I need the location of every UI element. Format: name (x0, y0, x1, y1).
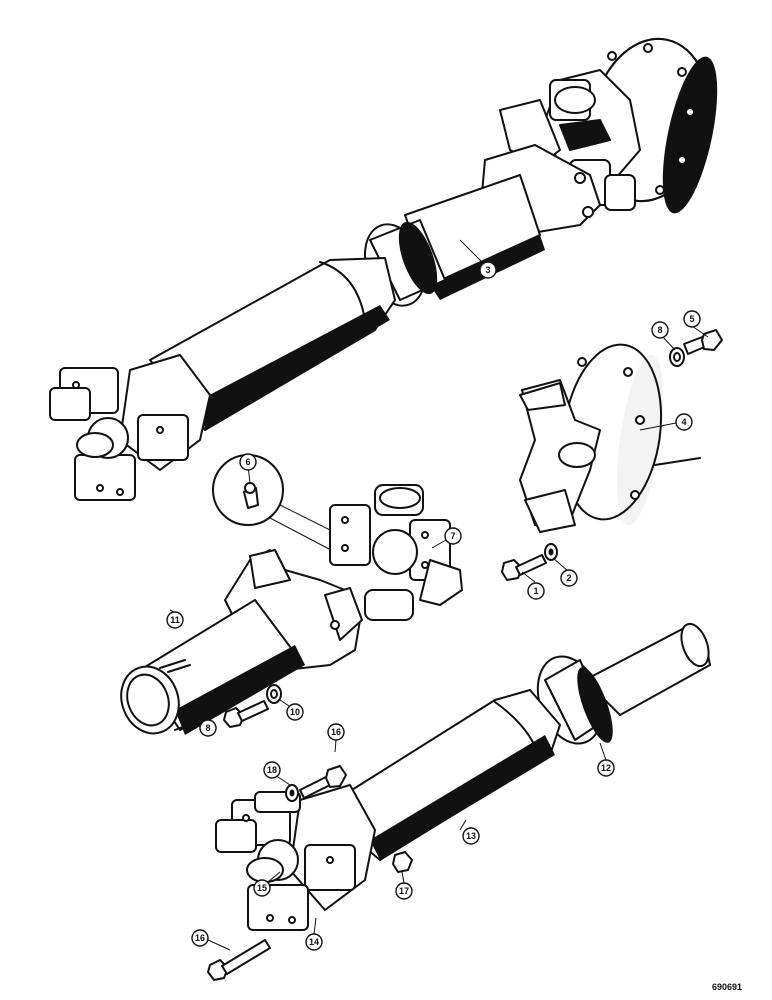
callout-6: 6 (239, 453, 257, 471)
svg-text:4: 4 (681, 417, 686, 427)
callout-7: 7 (444, 527, 462, 545)
callout-11: 11 (166, 611, 184, 629)
svg-text:14: 14 (309, 937, 319, 947)
callout-18: 18 (263, 761, 281, 779)
top-left-ujoint-cross (49, 367, 189, 501)
middle-shaft-assembly (120, 454, 463, 735)
callout-8-middle: 8 (199, 719, 217, 737)
leader-lines (169, 239, 709, 951)
svg-text:8: 8 (205, 723, 210, 733)
svg-text:7: 7 (450, 531, 455, 541)
svg-text:1: 1 (533, 586, 538, 596)
svg-text:2: 2 (566, 573, 571, 583)
svg-text:3: 3 (485, 265, 490, 275)
callout-17: 17 (395, 882, 413, 900)
svg-text:12: 12 (601, 763, 611, 773)
callout-2: 2 (560, 569, 578, 587)
callout-14: 14 (305, 933, 323, 951)
flange-yoke-assembly (519, 343, 701, 533)
callout-12: 12 (597, 759, 615, 777)
svg-text:16: 16 (331, 727, 341, 737)
callout-4: 4 (675, 413, 693, 431)
callout-5: 5 (683, 310, 701, 328)
svg-text:11: 11 (170, 615, 180, 625)
svg-text:16: 16 (195, 933, 205, 943)
svg-text:13: 13 (466, 831, 476, 841)
bottom-ujoint-cross (215, 791, 356, 931)
svg-text:8: 8 (657, 325, 662, 335)
callout-3: 3 (479, 261, 497, 279)
callout-8-top: 8 (651, 321, 669, 339)
washer-2 (544, 543, 558, 561)
washer-18 (285, 784, 299, 802)
bolt-1 (501, 554, 547, 581)
svg-text:15: 15 (257, 883, 267, 893)
callout-1: 1 (527, 582, 545, 600)
bolt-8-middle (223, 700, 269, 728)
bolt-5 (683, 329, 723, 355)
callout-10: 10 (286, 703, 304, 721)
svg-text:17: 17 (399, 886, 409, 896)
callout-13: 13 (462, 827, 480, 845)
callout-16-lower: 16 (191, 929, 209, 947)
bottom-shaft-assembly (215, 622, 711, 931)
washer-10 (266, 684, 282, 704)
svg-text:18: 18 (267, 765, 277, 775)
drawing-number: 690691 (712, 982, 742, 992)
top-driveshaft-assembly (49, 37, 718, 501)
bolt-16-upper (299, 765, 347, 799)
svg-text:5: 5 (689, 314, 694, 324)
callout-16-upper: 16 (327, 723, 345, 741)
bolt-16-lower (207, 939, 271, 981)
svg-text:10: 10 (290, 707, 300, 717)
washer-8-top (669, 347, 685, 367)
svg-text:6: 6 (245, 457, 250, 467)
callout-15: 15 (253, 879, 271, 897)
